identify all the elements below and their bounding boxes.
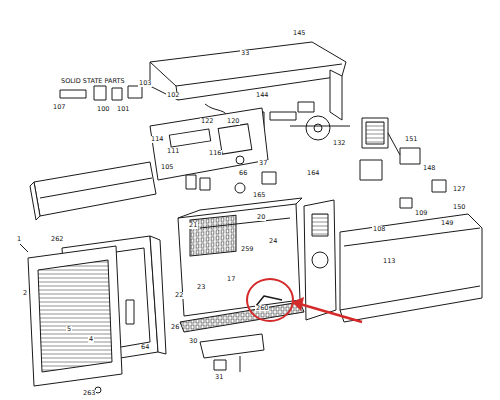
callout-number: 263 (82, 390, 96, 397)
callout-number: 20 (256, 214, 266, 221)
callout-number: 149 (440, 220, 454, 227)
solid-state-board (60, 90, 86, 98)
door (28, 246, 122, 386)
latch (262, 172, 276, 184)
callout-number: 116 (208, 150, 222, 157)
transformer (362, 118, 388, 148)
callout-number: 132 (332, 140, 346, 147)
oven-cavity (178, 204, 300, 316)
pointer-arrow (292, 297, 362, 322)
callout-number: 259 (240, 246, 254, 253)
control-panel (150, 108, 268, 180)
callout-number: 114 (150, 136, 164, 143)
callout-number: 103 (138, 80, 152, 87)
callout-number: 26 (170, 324, 180, 331)
callout-number: 17 (226, 276, 236, 283)
group-heading: SOLID STATE PARTS (60, 78, 126, 85)
relay (360, 160, 382, 180)
callout-number: 24 (268, 238, 278, 245)
callout-number: 30 (188, 338, 198, 345)
fan-motor (298, 102, 314, 112)
door-latch (126, 300, 134, 324)
callout-number: 262 (50, 236, 64, 243)
solid-state-part (112, 88, 122, 100)
grille-bar (180, 302, 304, 332)
callout-number: 2 (22, 290, 28, 297)
callout-number: 113 (382, 258, 396, 265)
callout-number: 150 (452, 204, 466, 211)
callout-number: 164 (306, 170, 320, 177)
callout-number: 165 (252, 192, 266, 199)
fuse-block (400, 198, 412, 208)
callout-number: 127 (452, 186, 466, 193)
callout-number: 22 (174, 292, 184, 299)
switch (432, 180, 446, 192)
callout-number: 105 (160, 164, 174, 171)
callout-number: 148 (422, 165, 436, 172)
callout-number: 107 (52, 104, 66, 111)
hinge-bracket (200, 334, 264, 358)
callout-number: 260 (255, 305, 269, 312)
base-tray (340, 214, 482, 322)
callout-number: 122 (200, 118, 214, 125)
callout-number: 102 (166, 92, 180, 99)
callout-number: 5 (66, 326, 72, 333)
front-trim (34, 162, 156, 216)
capacitor (400, 148, 420, 164)
callout-number: 144 (255, 92, 269, 99)
cover-side (330, 70, 342, 120)
callout-number: 31 (214, 374, 224, 381)
callout-number: 111 (166, 148, 180, 155)
callout-number: 145 (292, 30, 306, 37)
callout-number: 66 (238, 170, 248, 177)
callout-number: 37 (258, 160, 268, 167)
callout-number: 1 (16, 236, 22, 243)
terminal-block (270, 112, 296, 120)
callout-number: 23 (196, 284, 206, 291)
callout-number: 120 (226, 118, 240, 125)
callout-number: 108 (372, 226, 386, 233)
solid-state-part (128, 86, 142, 98)
callout-number: 101 (116, 106, 130, 113)
fan (306, 116, 330, 140)
side-panel (304, 200, 336, 320)
callout-number: 33 (240, 50, 250, 57)
interlock-switch (186, 175, 196, 189)
magnetron (312, 252, 328, 268)
highlight-circle: 260 (246, 278, 294, 322)
callout-number: 100 (96, 106, 110, 113)
callout-number: 21 (188, 222, 198, 229)
callout-number: 64 (140, 344, 150, 351)
callout-number: 109 (414, 210, 428, 217)
callout-number: 151 (404, 136, 418, 143)
callout-number: 4 (88, 336, 94, 343)
top-cover (150, 42, 346, 100)
solid-state-part (94, 86, 106, 100)
